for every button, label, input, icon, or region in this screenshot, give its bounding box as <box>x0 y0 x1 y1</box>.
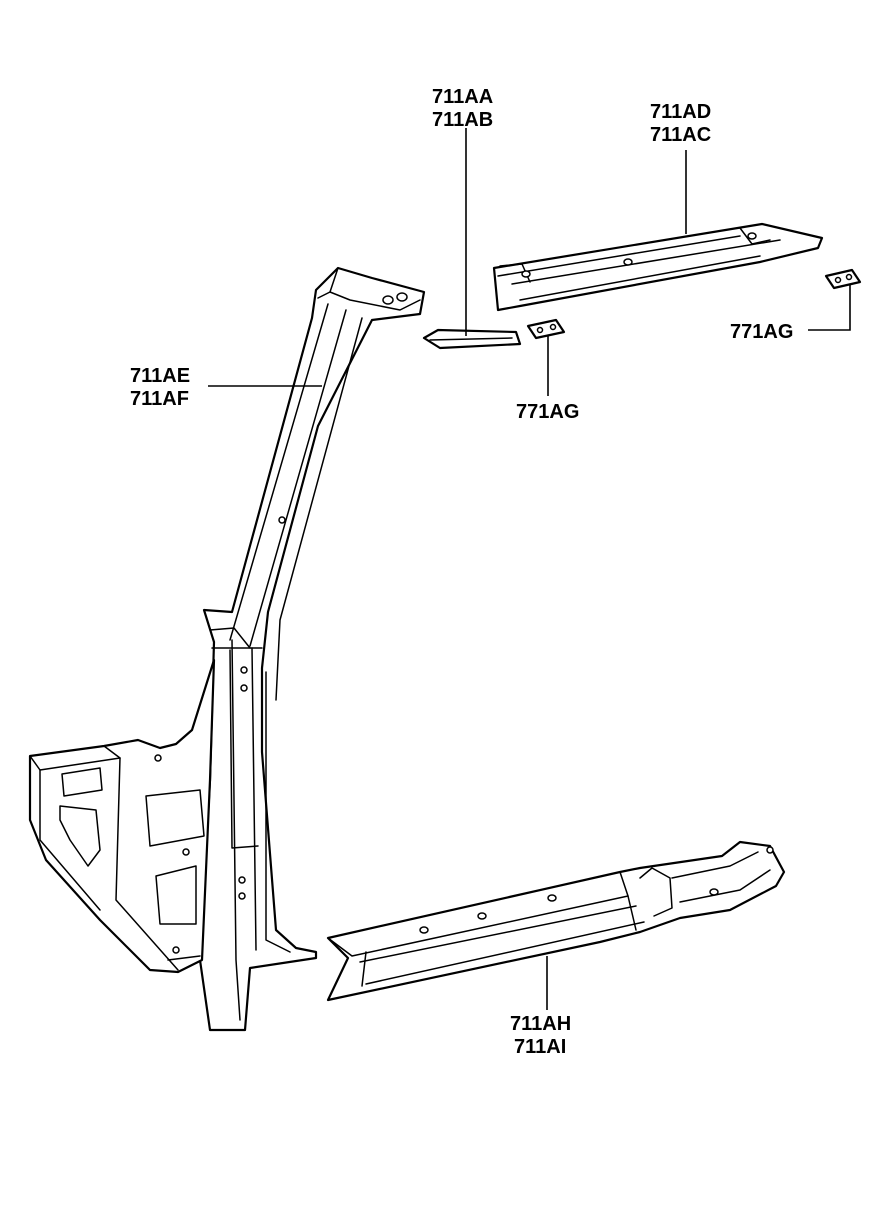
floor-panel-part <box>28 658 216 974</box>
small-plate-right-part <box>824 268 862 290</box>
label-711ac: 711AC <box>650 124 711 146</box>
label-711ai: 711AI <box>514 1036 566 1058</box>
leader-771ag-right <box>808 284 851 331</box>
roof-side-rail-part <box>492 222 824 312</box>
center-pillar-part <box>198 266 426 1032</box>
label-711ad: 711AD <box>650 101 711 123</box>
small-bracket-part <box>422 328 522 350</box>
label-771ag-center: 771AG <box>516 401 579 423</box>
small-plate-center-part <box>526 318 566 340</box>
label-711ae: 711AE <box>130 365 190 387</box>
label-711ah: 711AH <box>510 1013 571 1035</box>
label-711af: 711AF <box>130 388 189 410</box>
label-771ag-right: 771AG <box>730 321 793 343</box>
side-sill-part <box>326 840 786 1002</box>
label-711aa: 711AA <box>432 86 493 108</box>
label-711ab: 711AB <box>432 109 493 131</box>
